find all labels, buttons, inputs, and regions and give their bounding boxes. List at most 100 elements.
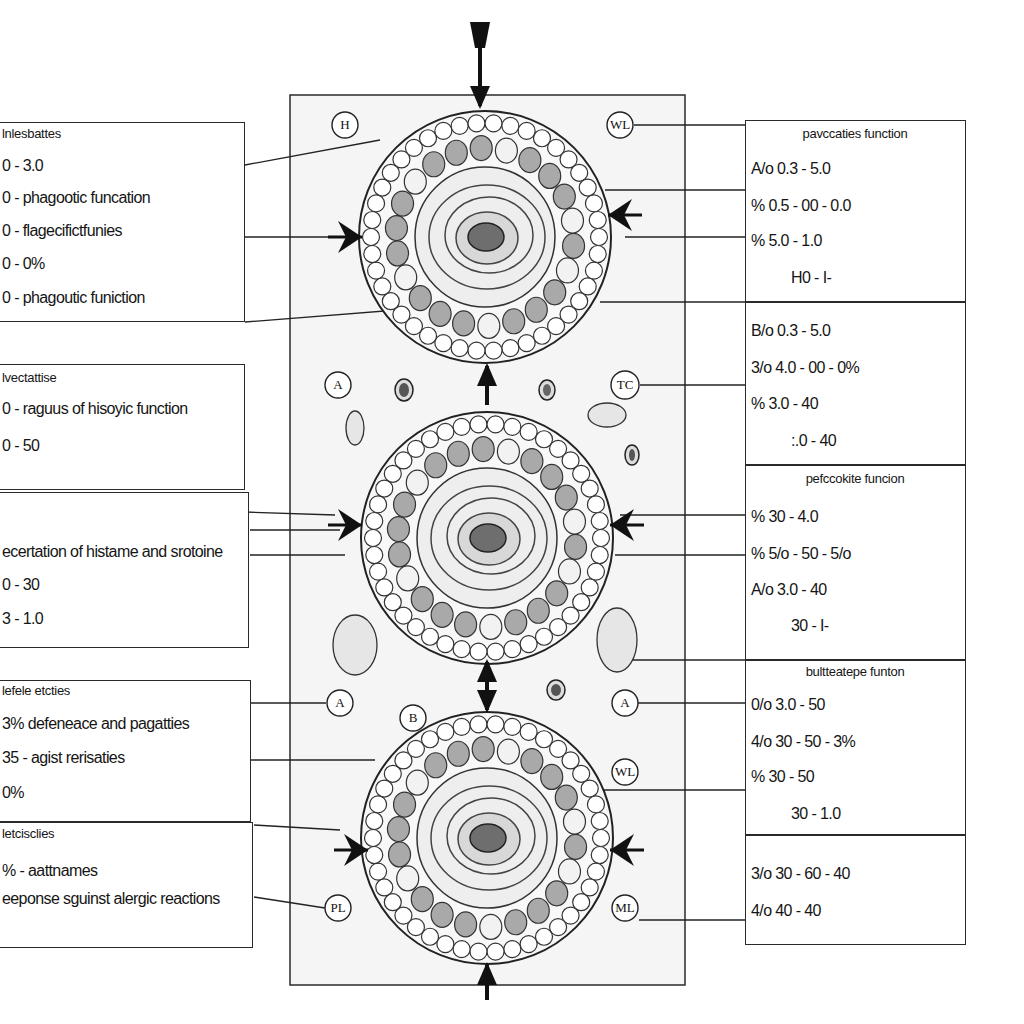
box-heading: lvectattise <box>2 368 57 388</box>
granule <box>422 731 439 748</box>
vesicle <box>544 280 566 305</box>
callout-letter: ML <box>611 894 639 922</box>
vesicle <box>565 534 587 559</box>
info-box: bultteatepe funton0/o 3.0 - 504/o 30 - 5… <box>745 660 966 835</box>
granule <box>376 480 393 497</box>
leader-line <box>600 789 745 790</box>
granule <box>591 513 608 530</box>
vesicle <box>406 770 428 795</box>
granule <box>374 278 391 295</box>
vesicle <box>392 191 414 216</box>
vesicle <box>555 785 577 810</box>
box-line: 3 - 1.0 <box>2 609 43 629</box>
granule <box>536 628 553 645</box>
cell-outline <box>361 412 613 664</box>
info-box: lvectattise 0 - raguus of hisoyic functio… <box>0 364 245 490</box>
granule <box>366 846 383 863</box>
vesicle <box>406 470 428 495</box>
granule <box>593 830 610 847</box>
vesicle <box>455 612 477 637</box>
granule <box>589 245 606 262</box>
arrow-head <box>338 221 362 253</box>
arrow-head <box>477 659 497 682</box>
granule <box>504 718 521 735</box>
box-line: 0% <box>2 783 24 803</box>
granule <box>571 164 588 181</box>
granule <box>468 342 485 359</box>
vesicle <box>525 297 547 322</box>
cytoplasm <box>417 468 557 608</box>
granule <box>422 431 439 448</box>
info-box: letcisclies% - aattnameseeponse sguinst … <box>0 822 253 948</box>
box-heading: letcisclies <box>2 824 54 844</box>
granule <box>370 863 387 880</box>
granule <box>376 780 393 797</box>
granule <box>591 229 608 246</box>
vesicle <box>409 286 431 311</box>
box-line: 0 - raguus of hisoyic function <box>2 399 188 419</box>
leader-line <box>250 759 375 760</box>
box-line: 35 - agist rerisaties <box>2 748 125 768</box>
granule <box>365 530 382 547</box>
leader-line <box>630 659 745 660</box>
circle-shape <box>325 895 351 921</box>
vesicle <box>527 898 549 923</box>
vesicle <box>503 309 525 334</box>
granule <box>518 122 535 139</box>
vesicle <box>425 453 447 478</box>
box-line: :.0 - 40 <box>791 431 836 451</box>
circle-shape <box>327 690 353 716</box>
vesicle <box>404 169 426 194</box>
circle-shape <box>612 895 638 921</box>
vesicle <box>541 464 563 489</box>
leader-line <box>254 897 325 908</box>
granule <box>504 418 521 435</box>
membrane-ring <box>431 486 547 590</box>
box-line: 30 - 1.0 <box>791 804 840 824</box>
granule <box>520 723 537 740</box>
box-line: % 0.5 - 00 - 0.0 <box>751 196 851 216</box>
vesicle <box>397 566 419 591</box>
arrow-head <box>338 509 362 541</box>
circle-shape <box>612 690 638 716</box>
vesicle <box>539 163 561 188</box>
small-cell-core <box>551 684 561 696</box>
callout-letter: PL <box>324 894 352 922</box>
granule <box>589 212 606 229</box>
granule <box>453 718 470 735</box>
granule <box>587 496 604 513</box>
box-heading: lnlesbattes <box>2 124 61 144</box>
vesicle <box>521 749 543 774</box>
circle-shape <box>400 705 426 731</box>
info-box: lnlesbattes0 - 3.00 - phagootic funcatio… <box>0 122 245 322</box>
granule <box>374 179 391 196</box>
box-line: % 30 - 50 <box>751 767 814 787</box>
vesicle <box>561 208 583 233</box>
callout-circle: PL <box>324 894 352 922</box>
vesicle <box>470 136 492 161</box>
vesicle <box>472 437 494 462</box>
callout-letter: A <box>326 689 354 717</box>
granule <box>453 641 470 658</box>
info-box: lefele etcties3% defeneace and pagatties… <box>0 680 251 822</box>
box-line: B/o 0.3 - 5.0 <box>751 321 830 341</box>
box-line: 0 - 50 <box>2 436 39 456</box>
vesicle <box>519 148 541 173</box>
vesicle <box>387 241 409 266</box>
small-cell-core <box>399 383 409 397</box>
granule <box>366 513 383 530</box>
vesicle <box>527 598 549 623</box>
small-cell <box>539 380 555 400</box>
granule <box>437 723 454 740</box>
vesicle <box>556 258 578 283</box>
circle-shape <box>607 112 633 138</box>
info-box: B/o 0.3 - 5.03/o 4.0 - 00 - 0%% 3.0 - 40… <box>745 302 966 465</box>
vesicle <box>455 912 477 937</box>
vesicle <box>563 233 585 258</box>
circle-shape <box>325 372 351 398</box>
box-line: % - aattnames <box>2 861 97 881</box>
granule <box>591 846 608 863</box>
box-line: A/o 3.0 - 40 <box>751 580 827 600</box>
granule <box>370 563 387 580</box>
